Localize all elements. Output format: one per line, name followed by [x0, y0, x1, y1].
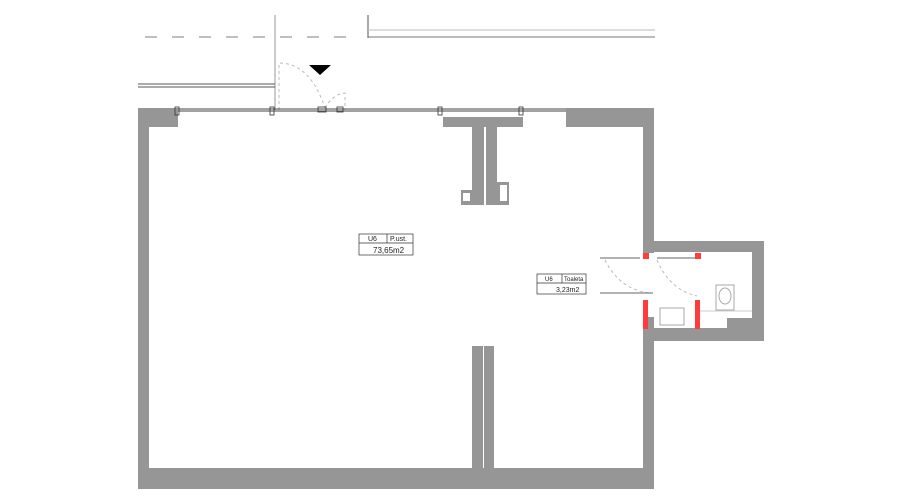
room-name: P.ust.: [390, 236, 407, 243]
room-label-toilet: U6 Toaleta 3,23m2: [536, 273, 587, 295]
room-unit: U6: [545, 277, 553, 283]
room-area: 3,23m2: [556, 287, 579, 294]
room-area: 73,65m2: [373, 246, 405, 255]
room-name: Toaleta: [564, 277, 584, 283]
facade-glazing: [174, 106, 566, 116]
entrance-door-swing: [278, 62, 326, 110]
room-label-main: U6 P.ust. 73,65m2: [358, 233, 414, 256]
wc-icon: [715, 284, 735, 311]
entrance-triangle-icon: [309, 65, 331, 75]
sink-icon: [659, 307, 685, 326]
room-unit: U6: [368, 236, 377, 243]
walls: [138, 108, 764, 489]
exterior-lines: [138, 15, 655, 110]
toilet-area: [600, 257, 752, 326]
fire-walls: [643, 253, 701, 329]
